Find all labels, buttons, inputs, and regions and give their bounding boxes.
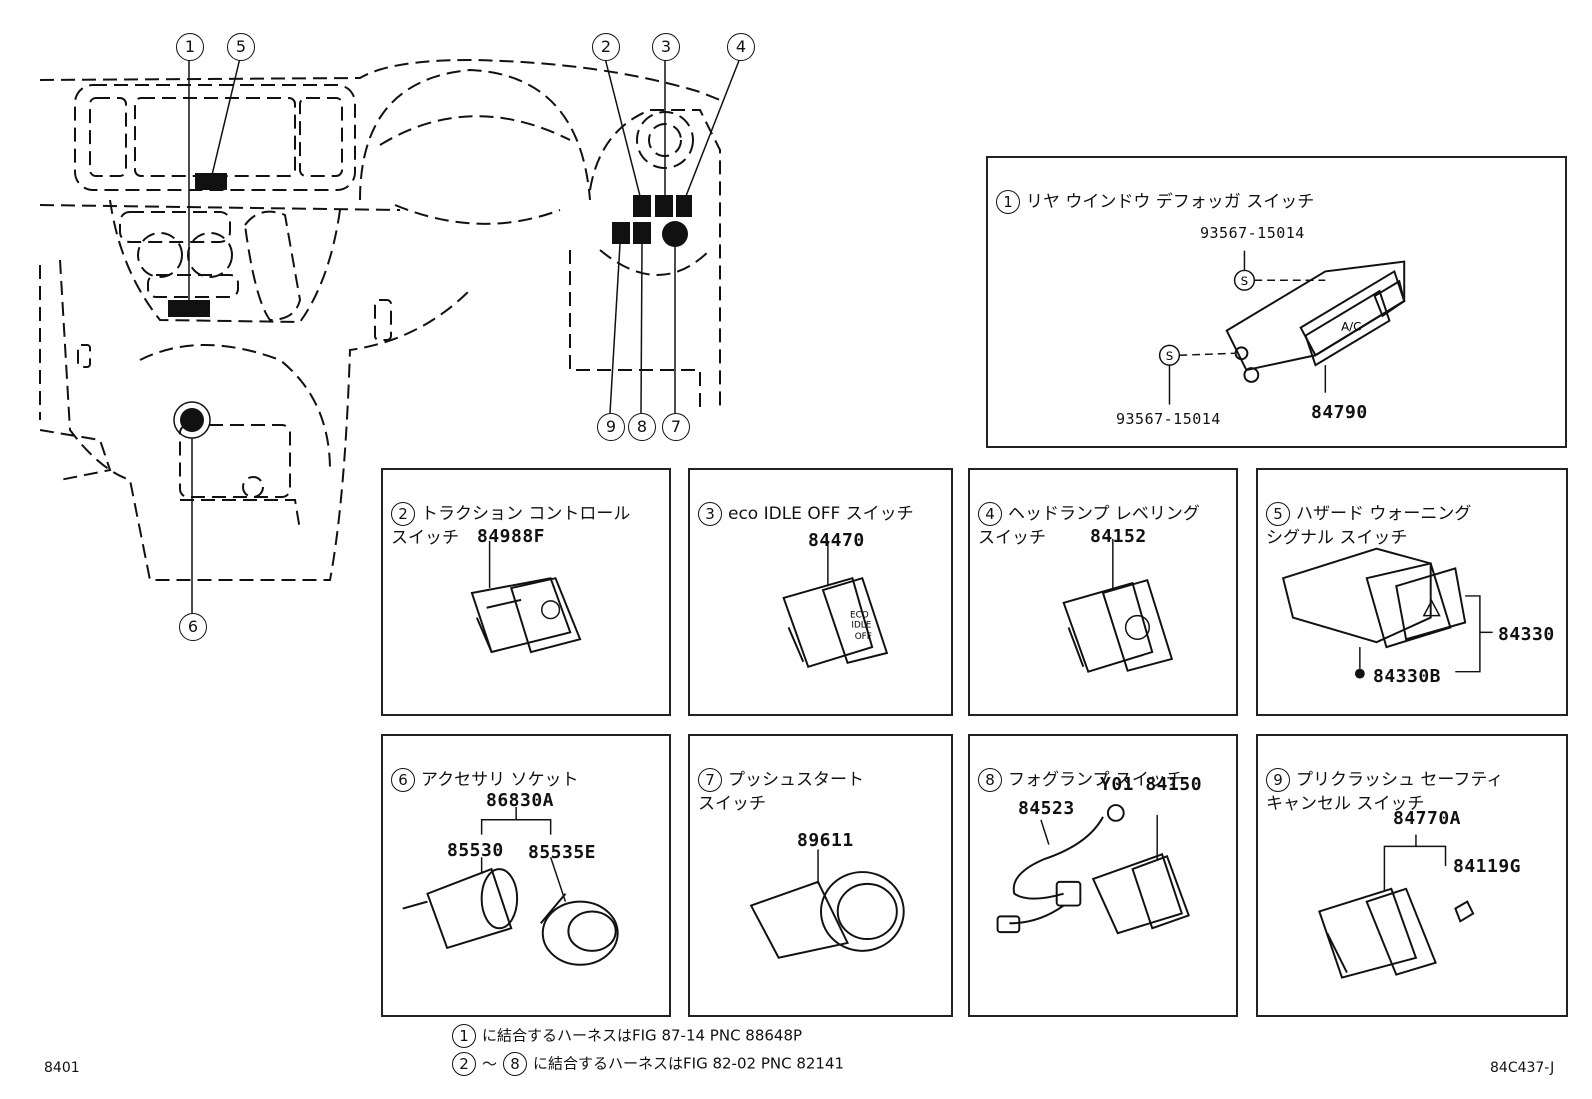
panel-number: 3 <box>698 502 722 526</box>
eco-idle-switch-illustration: ECO IDLE OFF <box>782 540 889 668</box>
eco-label: ECO <box>850 611 869 621</box>
hazard-switch-illustration <box>1281 547 1493 679</box>
part-number: 85530 <box>447 840 504 861</box>
panel-number: 8 <box>978 768 1002 792</box>
footnote-number: 1 <box>452 1024 476 1048</box>
part-number: 84523 <box>1018 798 1075 819</box>
switch-block-5 <box>195 173 227 190</box>
panel-number: 6 <box>391 768 415 792</box>
headlamp-leveling-illustration <box>1062 538 1174 673</box>
callout-8: 8 <box>628 413 656 441</box>
svg-text:S: S <box>1241 274 1249 288</box>
fog-lamp-switch-illustration <box>996 804 1190 935</box>
diagram-code-right: 84C437-J <box>1490 1060 1555 1076</box>
part-number: 93567-15014 <box>1116 410 1221 428</box>
off-label: OFF <box>855 632 872 642</box>
callout-9: 9 <box>597 413 625 441</box>
part-number: 93567-15014 <box>1200 224 1305 242</box>
switch-block-2 <box>633 195 651 217</box>
diagram-code-left: 8401 <box>44 1060 80 1076</box>
switch-block-9 <box>612 222 630 244</box>
panel-number: 1 <box>996 190 1020 214</box>
idle-label: IDLE <box>851 620 871 630</box>
part-number: 84790 <box>1311 402 1368 423</box>
part-number: 86830A <box>486 790 555 811</box>
switch-block-8 <box>633 222 651 244</box>
svg-text:S: S <box>1166 349 1174 363</box>
part-number: 85535E <box>528 842 597 863</box>
callout-5: 5 <box>227 33 255 61</box>
switch-block-3 <box>655 195 673 217</box>
part-number: 84770A <box>1393 808 1462 829</box>
defogger-switch-illustration: S S A/C <box>1158 250 1406 405</box>
accessory-socket-6 <box>180 408 204 432</box>
traction-switch-illustration <box>470 540 582 654</box>
callout-3: 3 <box>652 33 680 61</box>
switch-block-7 <box>662 221 688 247</box>
part-number: 84988F <box>477 526 546 547</box>
part-number: 89611 <box>797 830 854 851</box>
callout-7: 7 <box>662 413 690 441</box>
callout-2: 2 <box>592 33 620 61</box>
part-number: 84470 <box>808 530 865 551</box>
part-number: 84330B <box>1373 666 1442 687</box>
pre-crash-switch-illustration <box>1318 834 1475 979</box>
part-number: 84119G <box>1453 856 1522 877</box>
switch-block-4 <box>676 195 692 217</box>
footnote-number-to: 8 <box>503 1052 528 1076</box>
switch-block-1 <box>168 300 210 317</box>
accessory-socket-illustration <box>402 806 619 966</box>
push-start-illustration <box>749 849 905 959</box>
footnote-number-from: 2 <box>452 1052 476 1076</box>
callout-4: 4 <box>727 33 755 61</box>
callout-1: 1 <box>176 33 204 61</box>
part-number: 84152 <box>1090 526 1147 547</box>
part-number: 84330 <box>1498 624 1555 645</box>
dashboard-overview-drawing <box>39 57 741 613</box>
callout-6: 6 <box>179 613 207 641</box>
defogger-button-label: A/C <box>1341 320 1361 334</box>
part-number: Y01 84150 <box>1100 774 1203 795</box>
